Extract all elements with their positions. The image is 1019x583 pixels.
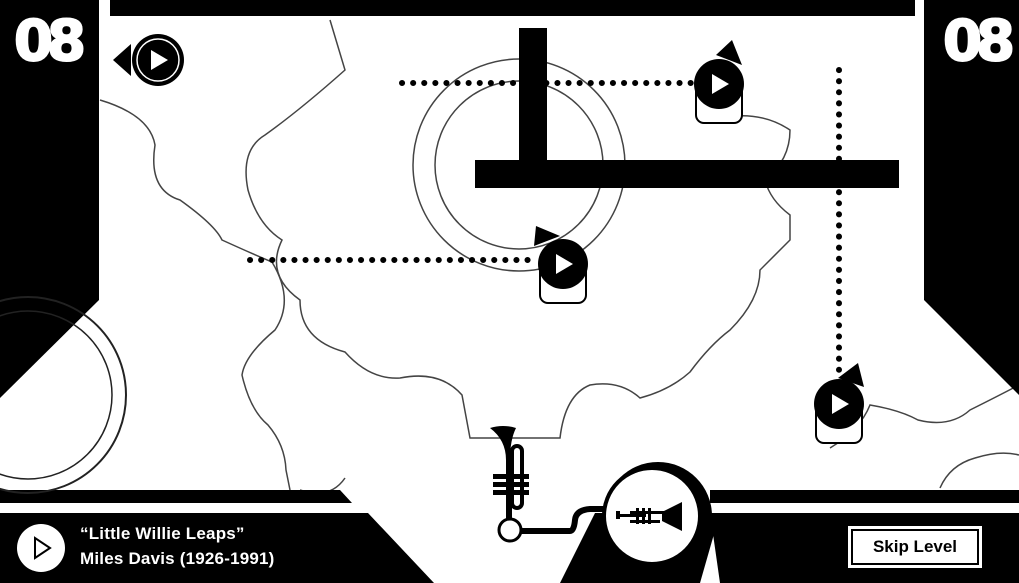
large-gear-outline <box>245 19 791 439</box>
trumpet-launcher[interactable] <box>490 426 603 543</box>
music-button-circle <box>17 524 65 572</box>
back-button[interactable] <box>113 34 184 86</box>
level-number-right: 08 <box>942 9 1016 74</box>
cannon-flag <box>716 40 742 65</box>
top-wall <box>110 0 915 16</box>
horizontal-barrier <box>475 160 899 188</box>
trumpet-bell <box>490 426 516 460</box>
trumpet-target <box>602 462 712 570</box>
back-button-ring <box>136 38 180 82</box>
trumpet-valve-2 <box>493 482 529 487</box>
left-corner-gear-ring <box>0 296 127 494</box>
right-floor-strip <box>710 490 1019 503</box>
play-arrow-icon <box>832 394 849 414</box>
left-wall <box>0 0 99 398</box>
left-corner-gear-ring-inner <box>0 310 113 480</box>
cannon-flag <box>838 363 864 387</box>
right-wall <box>924 0 1019 395</box>
bottom-left-panel <box>0 513 434 583</box>
cannon-flag <box>534 226 560 246</box>
trajectory-paths <box>247 67 842 381</box>
trumpet-valve-3 <box>493 490 529 495</box>
track-title: “Little Willie Leaps” <box>80 524 245 543</box>
play-arrow-icon <box>712 74 729 94</box>
target-face <box>602 466 702 566</box>
trumpet-mouthpiece <box>497 517 523 543</box>
trumpet-cable <box>521 506 603 534</box>
vertical-barrier <box>519 28 547 163</box>
back-arrow <box>113 44 131 76</box>
track-artist: Miles Davis (1926-1991) <box>80 549 275 568</box>
play-arrow-icon <box>556 254 573 274</box>
trumpet-valve-1 <box>493 474 529 479</box>
trumpet-tube <box>506 458 512 520</box>
left-floor-strip <box>0 490 352 503</box>
skip-level-button[interactable]: Skip Level <box>846 524 984 570</box>
rewind-play-icon <box>151 50 168 70</box>
level-number-left: 08 <box>13 9 87 74</box>
play-icon <box>34 536 52 560</box>
cannon-middle[interactable] <box>534 226 588 304</box>
lower-right-gear-outline <box>939 452 1019 489</box>
cannon-right[interactable] <box>814 363 864 444</box>
cannon-top[interactable] <box>694 40 744 124</box>
trumpet-icon <box>616 502 682 531</box>
skip-level-label: Skip Level <box>851 529 979 565</box>
left-gear-outline <box>99 99 291 491</box>
music-play-button[interactable] <box>17 524 65 572</box>
